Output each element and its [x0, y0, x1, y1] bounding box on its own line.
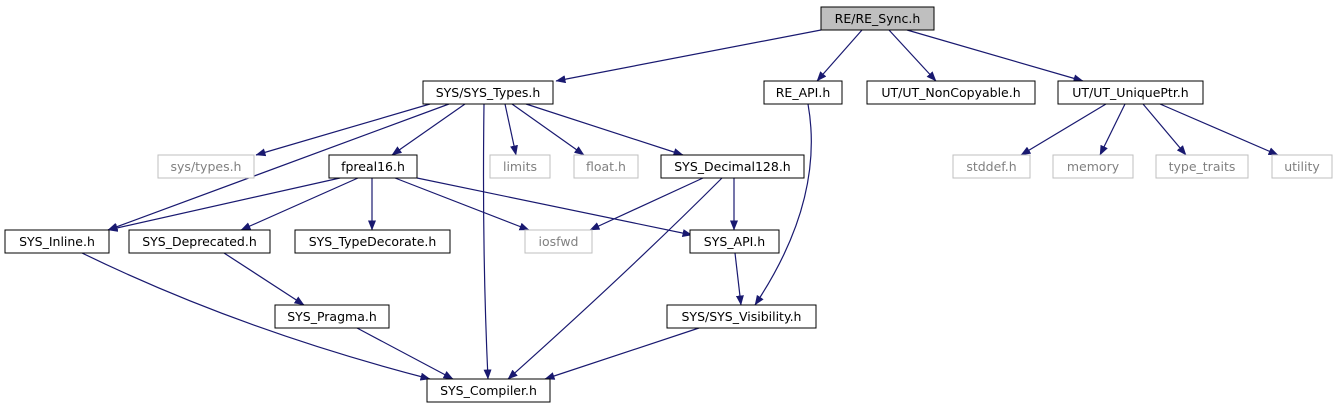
node-label: sys/types.h	[171, 159, 242, 174]
node-iosfwd: iosfwd	[524, 229, 593, 254]
node-sys-types[interactable]: SYS/SYS_Types.h	[422, 80, 554, 105]
node-sys-api[interactable]: SYS_API.h	[689, 229, 780, 254]
node-box	[1052, 154, 1134, 179]
node-label: RE_API.h	[776, 85, 831, 100]
node-label: float.h	[586, 159, 626, 174]
edge-sys_types-to-sys_compiler	[482, 103, 492, 380]
edge-re_sync-to-ut_unique	[906, 29, 1084, 83]
node-label: limits	[503, 159, 537, 174]
edge-sys_types-to-float_h	[511, 103, 585, 156]
node-memory: memory	[1052, 154, 1134, 179]
node-box	[157, 154, 255, 179]
edges-layer	[81, 29, 1279, 381]
node-sys-types-h: sys/types.h	[157, 154, 255, 179]
node-box	[1271, 154, 1333, 179]
node-box	[1155, 154, 1249, 179]
node-box	[763, 80, 843, 105]
node-label: iosfwd	[539, 234, 579, 249]
node-box	[128, 229, 271, 254]
edge-fpreal16-to-iosfwd	[394, 177, 530, 231]
node-label: fpreal16.h	[341, 159, 405, 174]
node-box	[573, 154, 639, 179]
edge-re_sync-to-ut_noncopy	[888, 29, 937, 82]
edge-sys_types-to-decimal128	[525, 103, 684, 156]
node-label: stddef.h	[966, 159, 1016, 174]
edge-sys_visibility-to-sys_compiler	[544, 327, 700, 380]
node-label: utility	[1284, 159, 1320, 174]
node-label: UT/UT_NonCopyable.h	[881, 85, 1020, 100]
edge-ut_unique-to-utility	[1159, 103, 1279, 156]
node-box	[294, 229, 451, 254]
node-ut-unique[interactable]: UT/UT_UniquePtr.h	[1057, 80, 1204, 105]
node-box	[524, 229, 593, 254]
edge-sys_types-to-limits	[504, 103, 518, 156]
node-re-api[interactable]: RE_API.h	[763, 80, 843, 105]
node-label: SYS_Deprecated.h	[142, 234, 257, 249]
edge-fpreal16-to-sys_deprecated	[240, 177, 359, 231]
edge-ut_unique-to-memory	[1099, 103, 1126, 156]
node-box	[820, 6, 935, 31]
node-fpreal16[interactable]: fpreal16.h	[328, 154, 418, 179]
node-box	[426, 378, 551, 403]
node-decimal128[interactable]: SYS_Decimal128.h	[660, 154, 805, 179]
edge-re_sync-to-sys_types	[555, 29, 822, 84]
node-label: SYS_Compiler.h	[440, 383, 537, 398]
node-box	[328, 154, 418, 179]
node-sys-visibility[interactable]: SYS/SYS_Visibility.h	[666, 304, 817, 329]
edge-sys_api-to-sys_visibility	[734, 252, 744, 306]
node-box	[489, 154, 551, 179]
edge-ut_unique-to-stddef	[1020, 103, 1107, 156]
node-label: SYS/SYS_Types.h	[436, 85, 541, 100]
node-label: SYS_API.h	[704, 234, 765, 249]
node-re-sync[interactable]: RE/RE_Sync.h	[820, 6, 935, 31]
edge-sys_types-to-fpreal16	[391, 103, 466, 156]
node-ut-noncopy[interactable]: UT/UT_NonCopyable.h	[866, 80, 1036, 105]
node-label: RE/RE_Sync.h	[835, 11, 921, 26]
node-label: type_traits	[1169, 159, 1236, 174]
node-label: SYS_TypeDecorate.h	[309, 234, 437, 249]
node-sys-compiler[interactable]: SYS_Compiler.h	[426, 378, 551, 403]
node-label: UT/UT_UniquePtr.h	[1072, 85, 1188, 100]
node-sys-inline[interactable]: SYS_Inline.h	[4, 229, 110, 254]
node-label: SYS/SYS_Visibility.h	[682, 309, 802, 324]
node-sys-typedecorate[interactable]: SYS_TypeDecorate.h	[294, 229, 451, 254]
node-label: SYS_Pragma.h	[287, 309, 377, 324]
node-sys-pragma[interactable]: SYS_Pragma.h	[274, 304, 390, 329]
node-utility: utility	[1271, 154, 1333, 179]
edge-fpreal16-to-sys_api	[416, 177, 693, 237]
edge-re_api-to-sys_visibility	[754, 103, 812, 306]
node-box	[660, 154, 805, 179]
node-label: SYS_Inline.h	[19, 234, 95, 249]
node-box	[952, 154, 1031, 179]
edge-fpreal16-to-sys_inline	[107, 177, 341, 232]
edge-sys_deprecated-to-sys_pragma	[223, 252, 305, 306]
node-label: memory	[1067, 159, 1120, 174]
edge-sys_pragma-to-sys_compiler	[356, 327, 454, 380]
node-limits: limits	[489, 154, 551, 179]
node-box	[866, 80, 1036, 105]
node-box	[1057, 80, 1204, 105]
edge-sys_types-to-sys_inline	[107, 103, 450, 231]
node-float-h: float.h	[573, 154, 639, 179]
node-box	[274, 304, 390, 329]
node-label: SYS_Decimal128.h	[674, 159, 790, 174]
node-stddef: stddef.h	[952, 154, 1031, 179]
edge-re_sync-to-re_api	[816, 29, 863, 82]
node-box	[666, 304, 817, 329]
node-sys-deprecated[interactable]: SYS_Deprecated.h	[128, 229, 271, 254]
edge-sys_inline-to-sys_compiler	[81, 252, 431, 381]
edge-ut_unique-to-type_traits	[1142, 103, 1187, 156]
edge-sys_types-to-sys_types_h	[255, 103, 431, 157]
node-type-traits: type_traits	[1155, 154, 1249, 179]
node-box	[4, 229, 110, 254]
edge-decimal128-to-sys_compiler	[507, 177, 723, 380]
node-box	[422, 80, 554, 105]
node-box	[689, 229, 780, 254]
edge-decimal128-to-iosfwd	[589, 177, 704, 231]
